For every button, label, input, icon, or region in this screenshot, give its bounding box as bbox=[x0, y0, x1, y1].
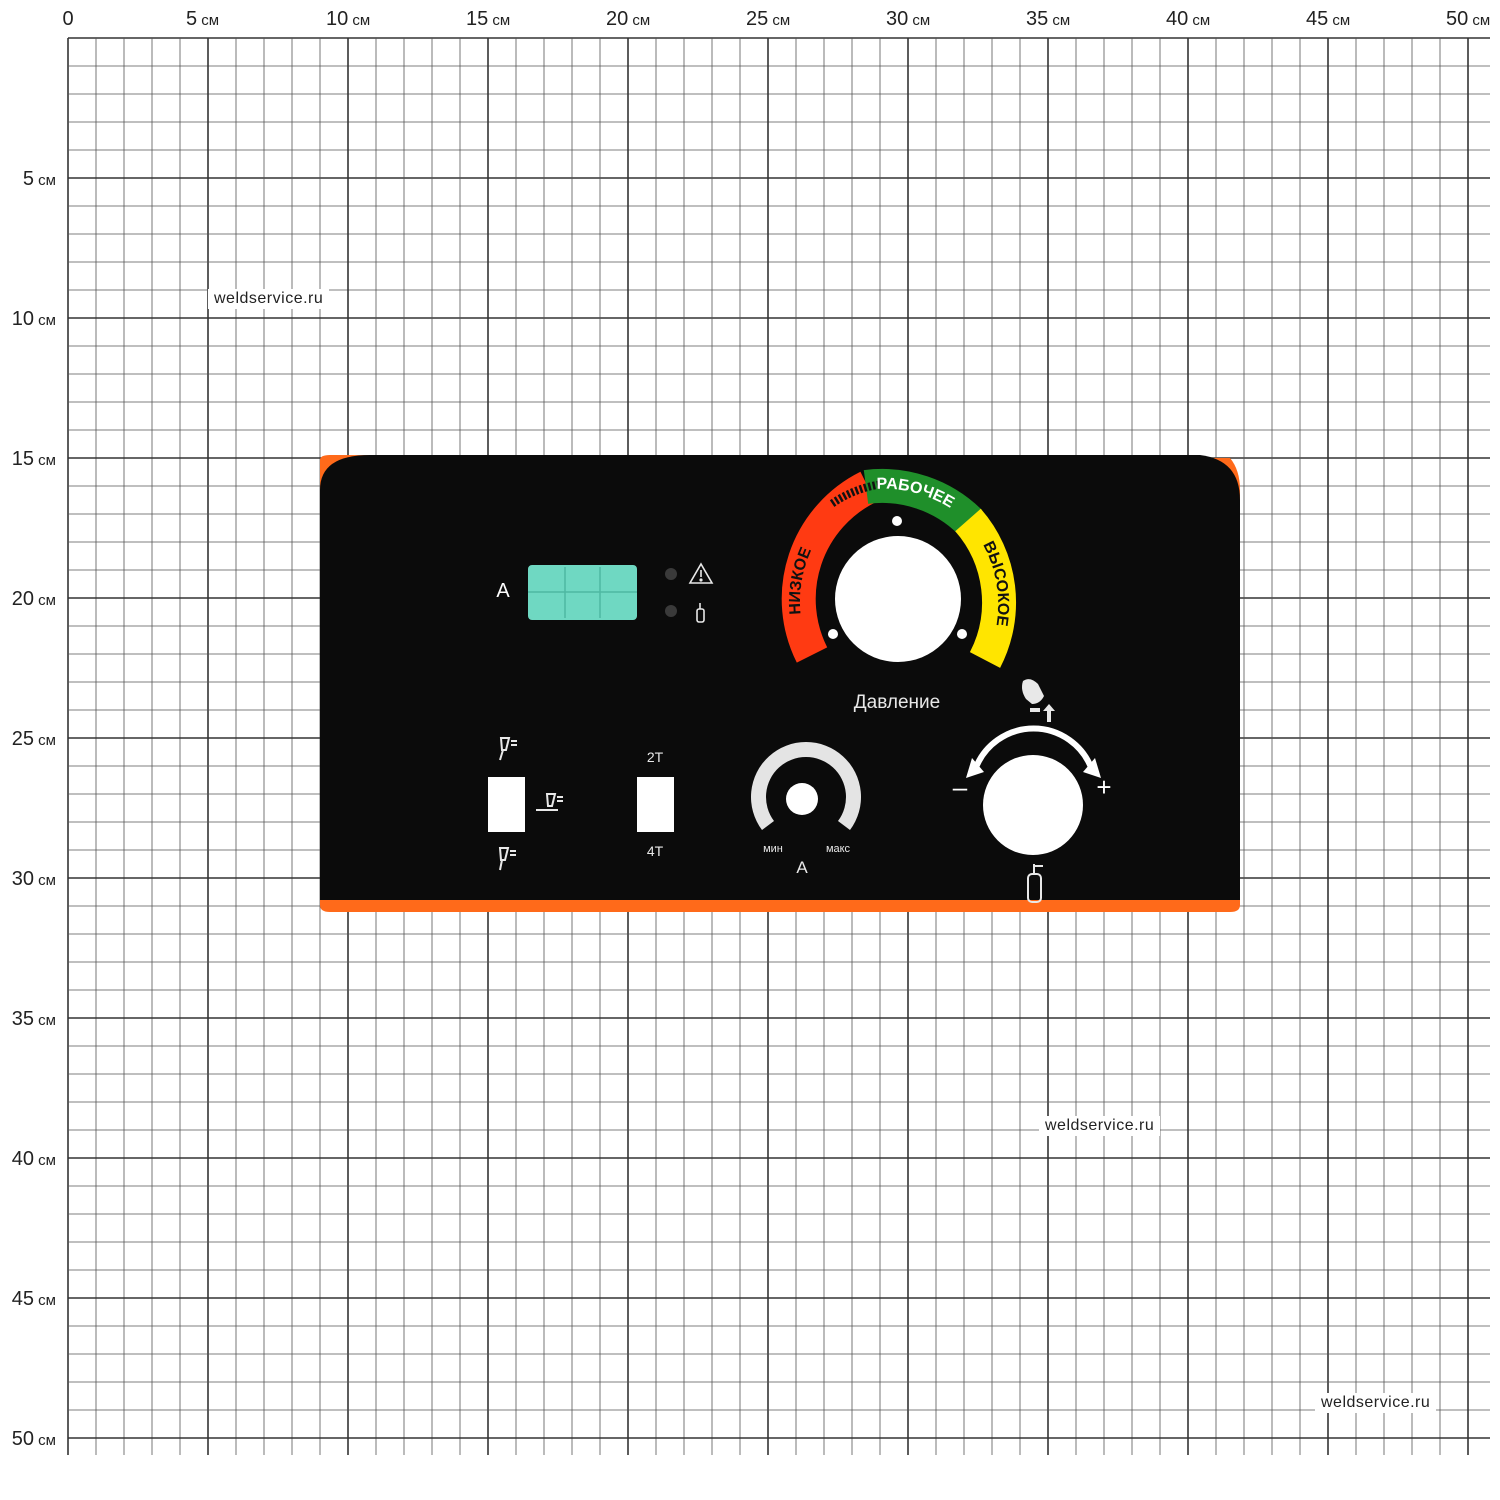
gauge-tick bbox=[867, 482, 872, 491]
ruler-y-label: 10 см bbox=[12, 308, 56, 330]
ruler-y-label: 50 см bbox=[12, 1428, 56, 1450]
watermark-3: weldservice.ru bbox=[1315, 1393, 1437, 1413]
ruler-x-label: 50 см bbox=[1446, 8, 1490, 30]
current-min-label: мин bbox=[763, 843, 783, 855]
ruler-x-label: 40 см bbox=[1166, 8, 1210, 30]
wire-knob-minus: – bbox=[953, 772, 968, 802]
gauge-tick bbox=[871, 481, 876, 490]
gauge-caption: Давление bbox=[854, 692, 940, 713]
gas-bottle-icon bbox=[696, 603, 705, 623]
arrow-up-icon bbox=[1043, 704, 1055, 722]
gauge-tick bbox=[833, 496, 841, 505]
gauge-dot-top bbox=[892, 516, 902, 526]
ruler-x-label: 20 см bbox=[606, 8, 650, 30]
hand-icon bbox=[1022, 679, 1044, 712]
gauge-dot-right bbox=[957, 629, 967, 639]
gauge-tick bbox=[862, 483, 868, 492]
torch-icon bbox=[536, 793, 563, 811]
wire-knob-arrow-right bbox=[1083, 758, 1101, 778]
ruler-x-label: 0 bbox=[62, 8, 73, 30]
wire-knob-plus: + bbox=[1096, 772, 1111, 802]
current-unit-label: A bbox=[796, 858, 808, 877]
gauge-tick bbox=[854, 486, 860, 495]
gauge-dot-left bbox=[828, 629, 838, 639]
watermark-1: weldservice.ru bbox=[208, 289, 330, 309]
gauge-high-arc bbox=[954, 508, 1017, 668]
gauge-tick bbox=[858, 484, 864, 494]
ruler-x-label: 30 см bbox=[886, 8, 930, 30]
mode-label-4t: 4T bbox=[647, 843, 664, 859]
panel-body bbox=[320, 455, 1240, 900]
lcd-segments bbox=[528, 567, 637, 618]
ruler-x-label: 25 см bbox=[746, 8, 790, 30]
ruler-y-label: 20 см bbox=[12, 588, 56, 610]
warning-led bbox=[665, 568, 677, 580]
torch-switch[interactable] bbox=[488, 777, 525, 832]
ruler-x-label: 35 см bbox=[1026, 8, 1070, 30]
ruler-y-label: 25 см bbox=[12, 728, 56, 750]
gas-cylinder-icon bbox=[1027, 864, 1043, 903]
current-knob[interactable] bbox=[786, 783, 818, 815]
wire-knob-arrow-left bbox=[966, 758, 984, 778]
wire-knob-arc bbox=[972, 725, 1095, 771]
ruler-y-label: 45 см bbox=[12, 1288, 56, 1310]
ruler-x-label: 15 см bbox=[466, 8, 510, 30]
ruler-x-label: 45 см bbox=[1306, 8, 1350, 30]
gas-led bbox=[665, 605, 677, 617]
ruler-y-label: 30 см bbox=[12, 868, 56, 890]
torch-icon bbox=[498, 847, 516, 871]
wire-knob-opening[interactable] bbox=[983, 755, 1083, 855]
ruler-x-label: 5 см bbox=[186, 8, 219, 30]
mode-label-2t: 2T bbox=[647, 749, 664, 765]
mode-switch[interactable] bbox=[637, 777, 674, 832]
gauge-ticks bbox=[829, 480, 881, 507]
ruler-y-label: 35 см bbox=[12, 1008, 56, 1030]
ruler-y-label: 5 см bbox=[23, 168, 56, 190]
gauge-tick bbox=[849, 488, 856, 497]
current-scale bbox=[750, 742, 861, 830]
ruler-x-label: 10 см bbox=[326, 8, 370, 30]
gauge-opening bbox=[835, 536, 961, 662]
gauge-tick bbox=[841, 491, 848, 501]
display-label: A bbox=[496, 580, 510, 602]
warning-icon bbox=[688, 562, 714, 584]
gauge-tick bbox=[829, 498, 837, 507]
gauge-tick bbox=[845, 489, 852, 499]
watermark-2: weldservice.ru bbox=[1039, 1116, 1161, 1136]
gauge-low-arc bbox=[781, 471, 876, 663]
gauge-tick bbox=[837, 494, 844, 503]
torch-icon bbox=[499, 737, 517, 761]
gauge-tick bbox=[876, 480, 881, 489]
ruler-y-label: 40 см bbox=[12, 1148, 56, 1170]
ruler-y-label: 15 см bbox=[12, 448, 56, 470]
current-max-label: макс bbox=[826, 843, 851, 855]
